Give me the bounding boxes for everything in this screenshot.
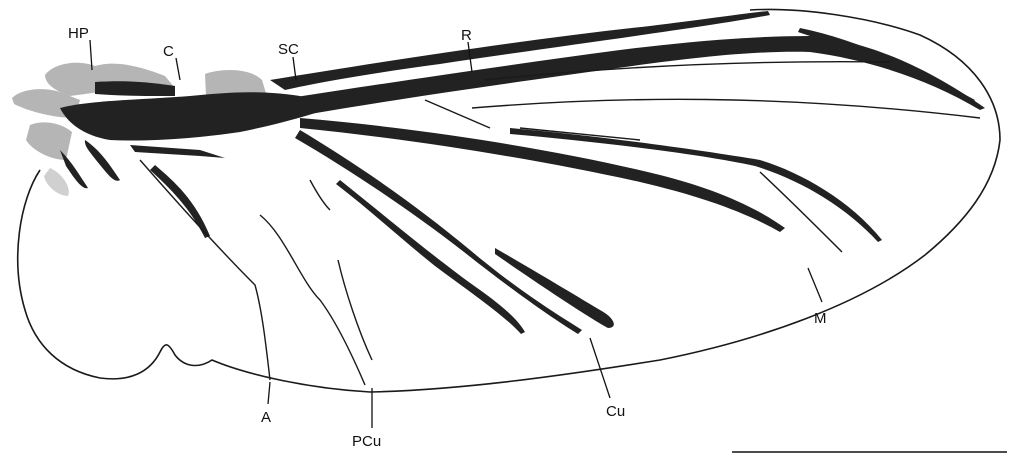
veins — [60, 11, 985, 334]
label-a: A — [261, 409, 271, 426]
label-cu: Cu — [606, 403, 625, 420]
leader-a — [268, 382, 270, 404]
leader-m — [808, 268, 822, 302]
label-m: M — [814, 310, 827, 327]
label-hp: HP — [68, 25, 89, 42]
label-sc: SC — [278, 41, 299, 58]
label-c: C — [163, 43, 174, 60]
label-pcu: PCu — [352, 433, 381, 450]
label-r: R — [461, 27, 472, 44]
vein-r — [290, 36, 985, 114]
vein-base-mass — [60, 92, 325, 140]
leader-c — [176, 58, 180, 80]
